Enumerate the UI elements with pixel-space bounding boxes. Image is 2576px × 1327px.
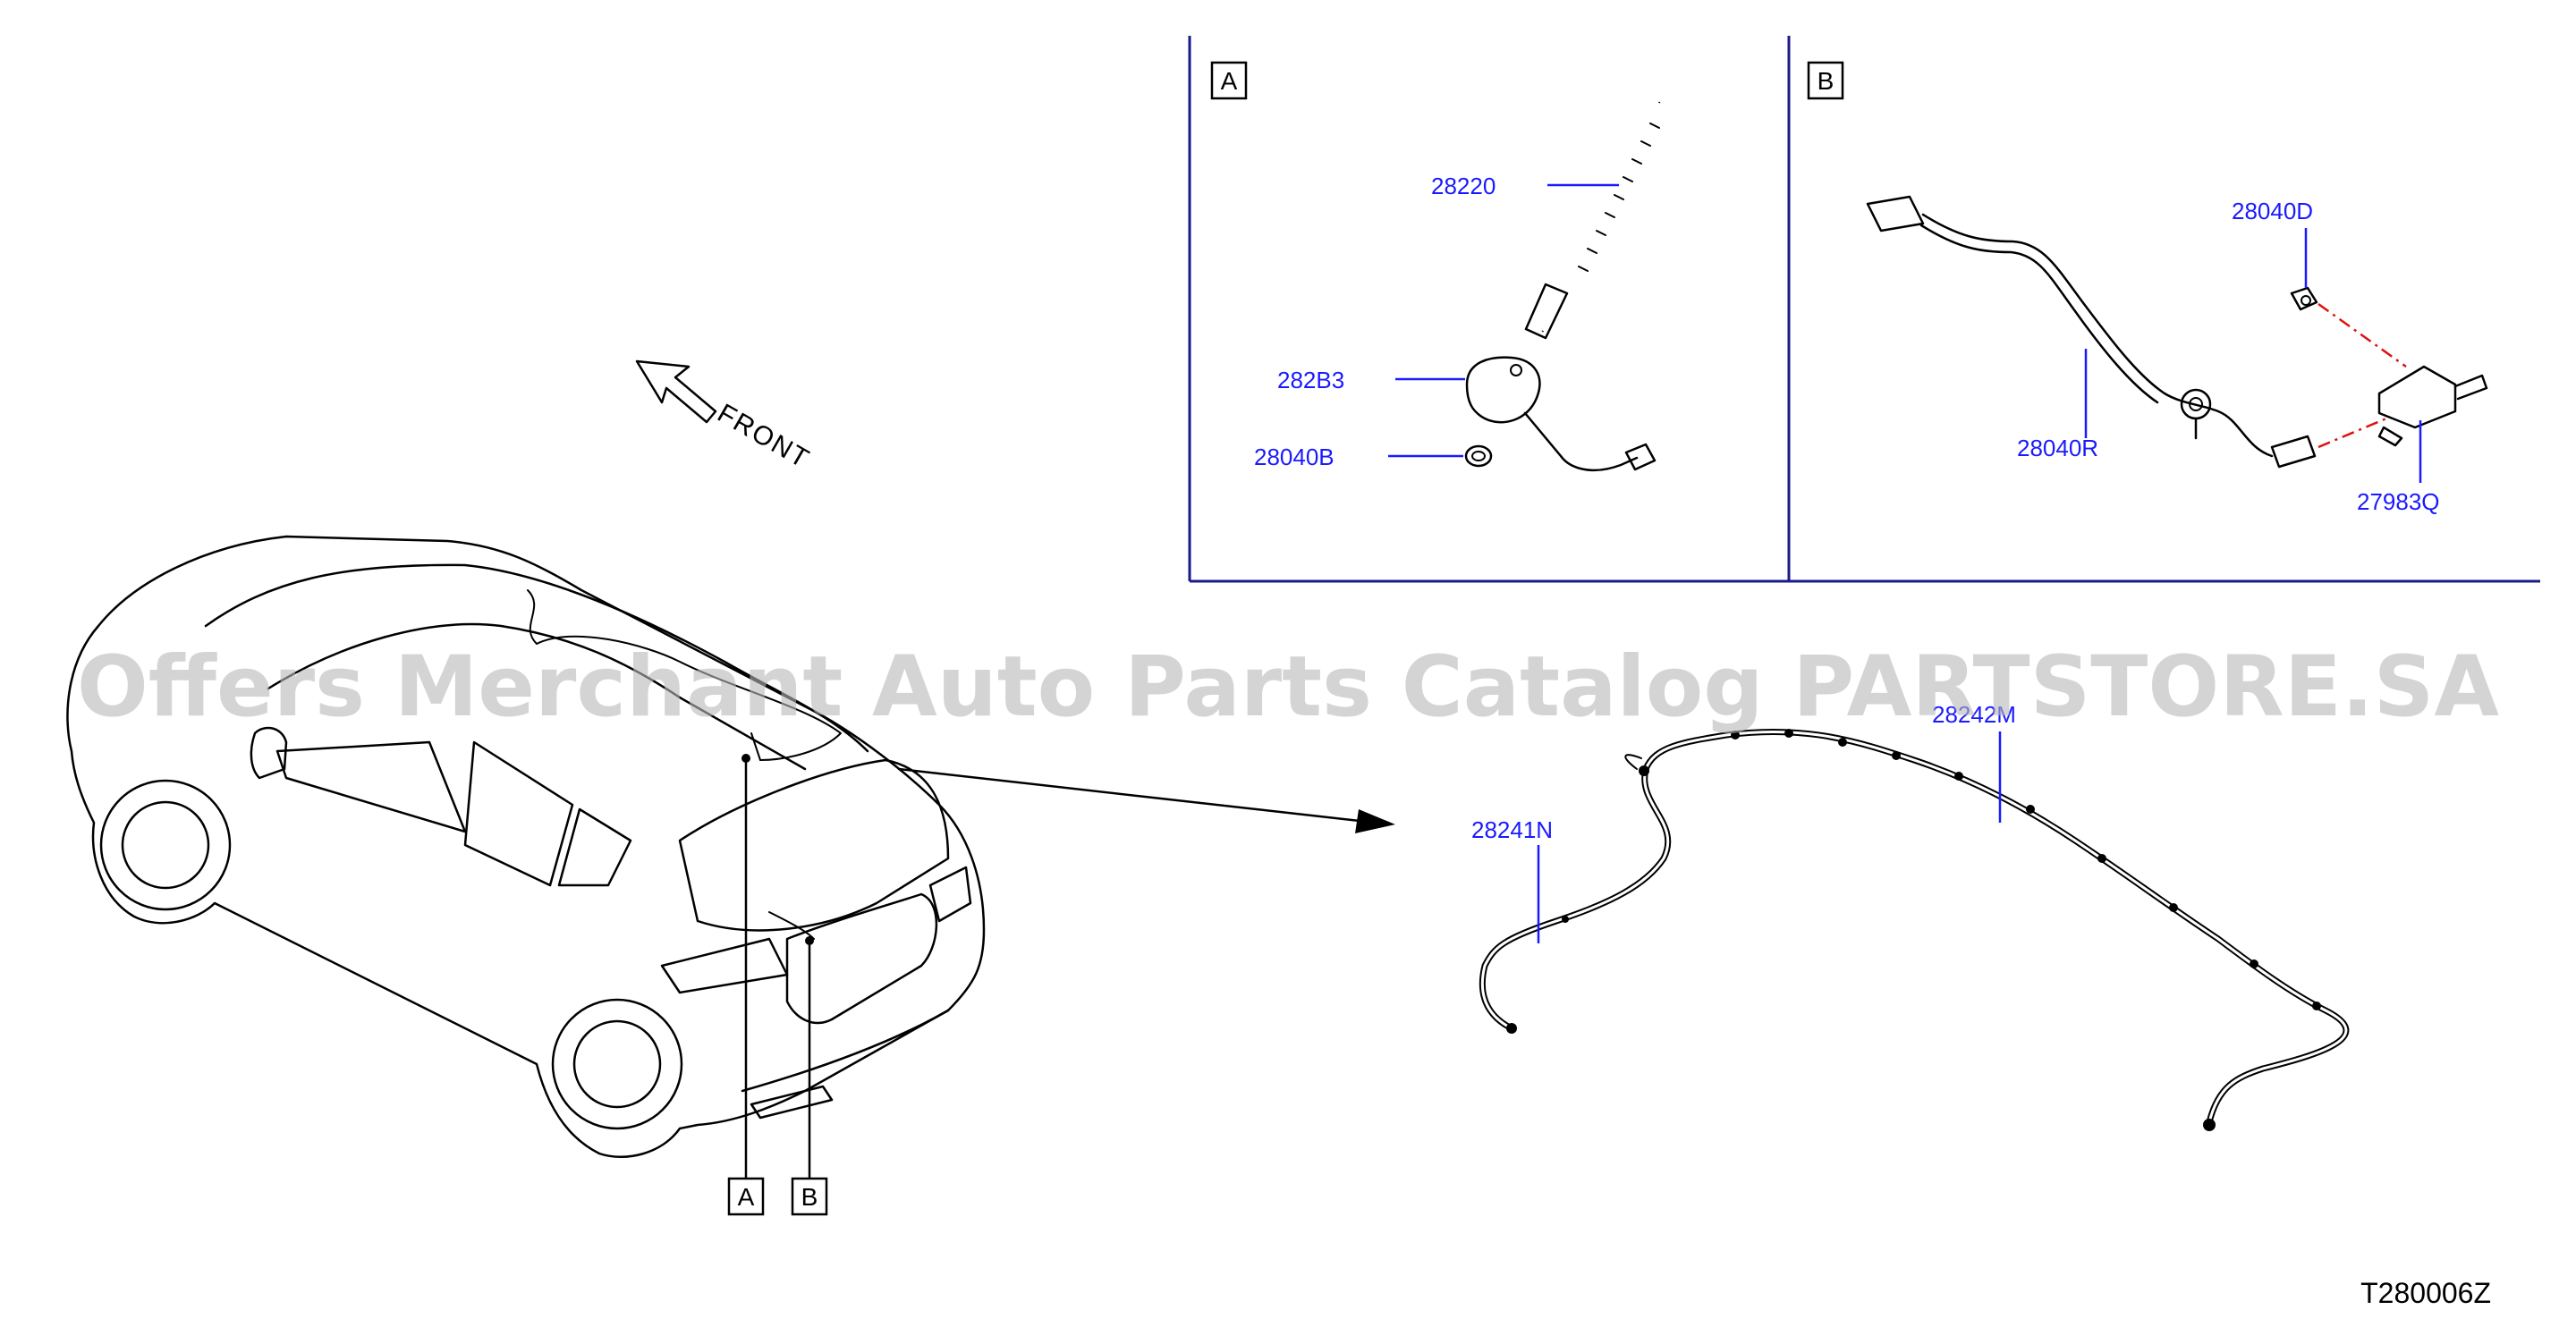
part-label-28040D: 28040D	[2232, 198, 2313, 224]
car-callout-a-label: A	[738, 1183, 755, 1211]
dashed-connector-cable	[2318, 417, 2387, 449]
grommet-drawing	[1464, 444, 1493, 468]
front-label: FRONT	[713, 398, 816, 474]
part-label-282B3: 282B3	[1277, 367, 1344, 393]
clip-28040D-drawing	[2290, 286, 2318, 311]
harness-pointer-arrow	[897, 767, 1395, 833]
antenna-base-drawing	[1465, 356, 1657, 472]
antenna-rod-drawing	[1524, 101, 1661, 340]
part-label-28241N: 28241N	[1471, 816, 1553, 843]
roof-harness-drawing	[1479, 728, 2350, 1131]
panel-a-tag: A	[1210, 61, 1248, 100]
front-arrow: FRONT	[635, 359, 816, 475]
dashed-connector-clip	[2318, 302, 2407, 368]
part-label-28220: 28220	[1431, 173, 1496, 199]
part-label-28242M: 28242M	[1932, 701, 2016, 728]
detail-panels	[1188, 36, 2540, 583]
panel-a-label: A	[1221, 67, 1238, 95]
car-callout-a: A	[727, 1177, 765, 1216]
cable-28040R-drawing	[1866, 195, 2317, 469]
panel-a: A 28220 282B3 28040B	[1210, 61, 1661, 472]
vehicle-drawing	[66, 535, 986, 1159]
panel-b-label: B	[1818, 67, 1835, 95]
watermark: Offers Merchant Auto Parts Catalog PARTS…	[77, 638, 2499, 736]
car-callout-b: B	[791, 1177, 828, 1216]
car-callout-b-label: B	[801, 1183, 818, 1211]
panel-b-tag: B	[1807, 61, 1844, 100]
panel-b: B 28040R 28040D 27983Q	[1807, 61, 2488, 515]
part-label-28040B: 28040B	[1254, 444, 1335, 470]
diagram-code: T280006Z	[2360, 1277, 2491, 1309]
part-label-28040R: 28040R	[2017, 435, 2098, 461]
bracket-27983Q-drawing	[2377, 365, 2488, 447]
part-label-27983Q: 27983Q	[2357, 488, 2440, 515]
car-callouts: A B	[727, 756, 828, 1216]
